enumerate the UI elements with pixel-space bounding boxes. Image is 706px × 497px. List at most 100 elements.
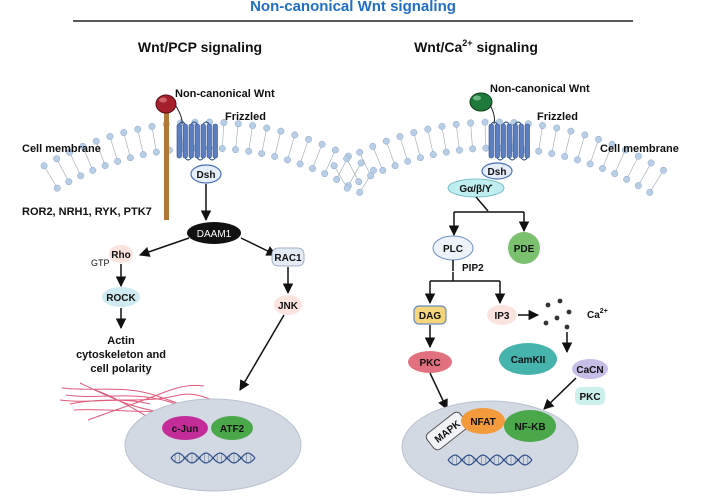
helix-loop — [190, 121, 198, 125]
lipid-head — [321, 170, 329, 178]
dsh-label-left: Dsh — [197, 170, 216, 181]
figure-title: Non-canonical Wnt signaling — [250, 0, 456, 15]
lipid-head — [53, 155, 61, 163]
actin-line1: Actin — [107, 335, 135, 347]
arrow-jnk-nucleus — [239, 314, 285, 391]
lipid-tail — [441, 126, 447, 153]
lipid-head — [382, 137, 390, 145]
lipid-head — [92, 137, 100, 145]
lipid-tail — [614, 149, 626, 174]
lipid-head — [220, 119, 228, 127]
lipid-tail — [399, 136, 408, 162]
helix-segment — [194, 123, 200, 159]
lipid-head — [296, 160, 304, 168]
lipid-tail — [95, 141, 106, 166]
lipid-head — [586, 160, 594, 168]
lipid-head — [379, 166, 387, 174]
pkc-node-1 — [408, 351, 452, 373]
lipid-tail — [413, 132, 421, 158]
left-nucleus — [124, 398, 302, 492]
branch-gprotein — [475, 196, 489, 212]
lipid-head — [660, 166, 667, 174]
lipid-head — [469, 145, 477, 153]
lipid-tail — [638, 162, 652, 186]
lipid-tail — [455, 124, 460, 151]
lipid-head — [539, 122, 547, 130]
lipid-head — [573, 156, 581, 164]
pkc-label-1: PKC — [419, 358, 440, 369]
helix-segment — [488, 123, 494, 159]
lipid-tail — [577, 134, 586, 160]
frizzled-receptor-left — [176, 121, 218, 161]
lipid-head — [101, 162, 109, 170]
lipid-head — [581, 131, 589, 139]
actin-line3: cell polarity — [90, 363, 152, 375]
right-frizzled-label: Frizzled — [537, 111, 578, 123]
lipid-head — [429, 151, 437, 159]
cacn-label: CaCN — [576, 365, 603, 376]
helix-loop — [178, 121, 186, 125]
lipid-tail — [123, 132, 131, 158]
ip3-node — [487, 305, 517, 325]
lipid-head — [258, 150, 266, 158]
helix-loop — [520, 157, 528, 161]
lipid-head — [114, 157, 122, 165]
lipid-head — [330, 162, 338, 170]
lipid-head — [404, 157, 412, 165]
helix-segment — [188, 123, 194, 159]
lipid-tail — [248, 125, 253, 152]
lipid-tail — [564, 131, 572, 157]
dsh-node-right — [481, 162, 513, 180]
lipid-tail — [538, 125, 543, 152]
coreceptors-label: ROR2, NRH1, RYK, PTK7 — [22, 206, 152, 218]
left-frizzled-label: Frizzled — [225, 111, 266, 123]
daam1-node — [187, 222, 241, 244]
lipid-head — [106, 133, 114, 141]
helix-loop — [490, 121, 498, 125]
lipid-head — [452, 120, 460, 128]
helix-loop — [202, 121, 210, 125]
calcium-ions-icon — [543, 298, 572, 330]
dna-strand — [447, 454, 533, 466]
arrow-daam1-rac1 — [240, 237, 277, 256]
lipid-head — [623, 175, 631, 183]
helix-loop — [208, 157, 216, 161]
camkii-node — [499, 343, 557, 375]
lipid-head — [455, 146, 463, 154]
wnt-ligand-green-highlight — [473, 95, 481, 101]
ca-heading: Wnt/Ca2+ signaling — [414, 38, 538, 55]
lipid-head — [646, 188, 654, 196]
arrow-pkc-mapk — [429, 372, 448, 410]
lipid-head — [442, 148, 450, 156]
lipid-tail — [333, 165, 348, 189]
helix-loop — [508, 157, 516, 161]
lipid-tail — [372, 146, 384, 171]
lipid-head — [65, 178, 73, 186]
helix-segment — [176, 123, 182, 159]
cacn-node — [572, 359, 608, 379]
lipid-head — [305, 135, 312, 143]
pcp-heading: Wnt/PCP signaling — [138, 39, 262, 55]
nfkb-label: NF-KB — [514, 422, 545, 433]
lipid-head — [535, 147, 543, 155]
lipid-head — [79, 142, 87, 150]
lipid-tail — [312, 144, 323, 169]
dna-strand — [170, 452, 256, 464]
lipid-head — [416, 154, 424, 162]
helix-segment — [494, 123, 500, 159]
lipid-tail — [109, 136, 118, 162]
helix-loop — [502, 121, 510, 125]
helix-loop — [184, 157, 192, 161]
lipid-tail — [287, 134, 296, 160]
lipid-head — [343, 184, 351, 192]
helix-segment — [212, 123, 218, 159]
atf2-node — [211, 416, 253, 440]
lipid-head — [40, 162, 48, 170]
lipid-head — [367, 172, 375, 180]
lipid-head — [553, 124, 561, 132]
pde-label: PDE — [514, 244, 535, 255]
lipid-tail — [222, 122, 225, 149]
helix-segment — [206, 123, 212, 159]
lipid-head — [249, 122, 257, 130]
